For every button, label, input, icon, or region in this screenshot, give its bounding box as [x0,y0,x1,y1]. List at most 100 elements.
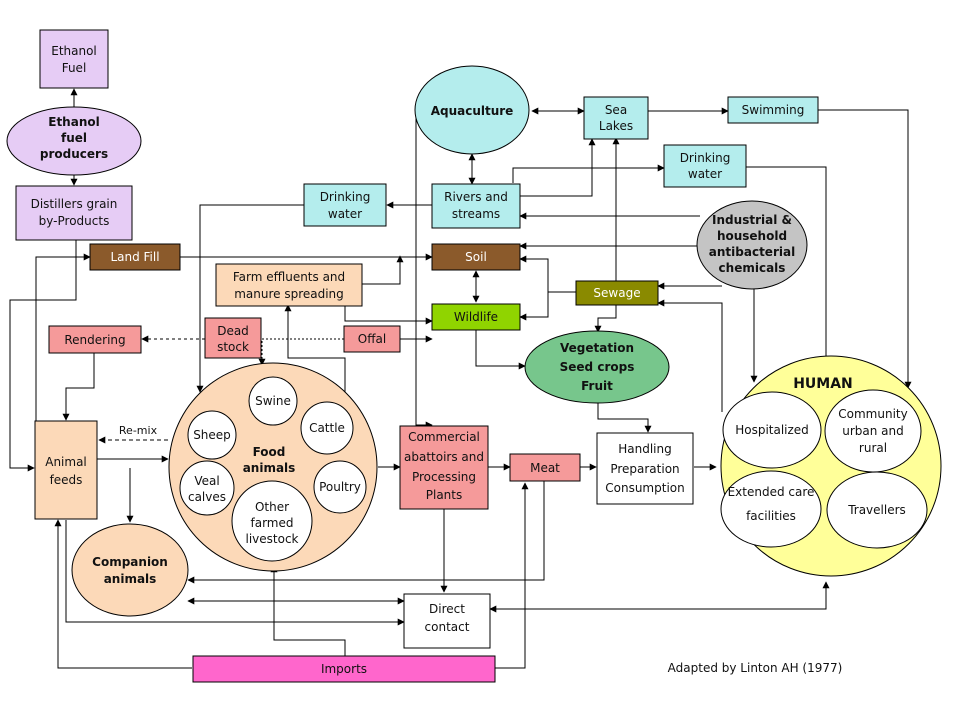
svg-text:streams: streams [452,207,500,221]
farm-effluents-box: Farm effluents and manure spreading [215,263,363,307]
svg-text:Sea: Sea [605,103,627,117]
svg-text:water: water [688,167,722,181]
sheep-node: Sheep [187,410,237,460]
svg-text:Companion: Companion [92,555,168,569]
svg-text:Consumption: Consumption [605,481,684,495]
rendering-box: Rendering [48,325,142,354]
svg-text:antibacterial: antibacterial [709,245,795,259]
remix-label: Re-mix [119,424,158,437]
animal-feeds-box: Animal feeds [34,420,98,520]
ethanol-producers-node: Ethanol fuel producers [6,106,142,176]
svg-text:Handling: Handling [618,442,672,456]
svg-text:Aquaculture: Aquaculture [431,104,514,118]
svg-text:Lakes: Lakes [599,119,633,133]
svg-text:calves: calves [188,490,226,504]
imports-box: Imports [192,655,496,683]
svg-text:fuel: fuel [61,131,87,145]
distillers-box: Distillers grain by-Products [15,185,133,241]
svg-text:Swimming: Swimming [742,103,805,117]
soil-box: Soil [431,243,521,271]
svg-text:Direct: Direct [429,602,465,616]
svg-text:Offal: Offal [358,332,386,346]
swimming-box: Swimming [727,96,819,124]
svg-text:facilities: facilities [746,509,796,523]
vegetation-node: Vegetation Seed crops Fruit [524,330,670,404]
svg-text:stock: stock [217,340,249,354]
industrial-chemicals-node: Industrial & household antibacterial che… [696,200,808,290]
svg-text:Farm effluents and: Farm effluents and [233,270,345,284]
rivers-streams-box: Rivers and streams [431,183,521,229]
svg-text:producers: producers [40,147,108,161]
svg-text:by-Products: by-Products [39,214,110,228]
svg-text:Plants: Plants [426,488,463,502]
svg-text:Dead: Dead [217,324,249,338]
swine-node: Swine [248,376,298,426]
svg-text:Distillers grain: Distillers grain [31,197,118,211]
ethanol-fuel-box: Ethanol Fuel [39,29,109,89]
svg-text:Vegetation: Vegetation [560,341,634,355]
drinking-water-left-box: Drinking water [303,183,387,227]
sewage-box: Sewage [575,280,659,306]
meat-box: Meat [509,453,581,482]
svg-text:Wildlife: Wildlife [454,310,498,324]
travellers-node: Travellers [826,471,928,549]
extended-care-node: Extended care facilities [720,470,822,548]
svg-text:Sewage: Sewage [593,286,640,300]
svg-text:Animal: Animal [45,455,87,469]
svg-text:Fuel: Fuel [62,61,87,75]
svg-text:water: water [328,207,362,221]
svg-text:urban and: urban and [842,424,904,438]
svg-text:Rendering: Rendering [64,333,125,347]
handling-box: Handling Preparation Consumption [596,432,694,505]
svg-text:Drinking: Drinking [320,190,371,204]
svg-text:Extended care: Extended care [728,485,815,499]
svg-text:Industrial &: Industrial & [712,213,792,227]
svg-text:Land Fill: Land Fill [110,250,159,264]
sea-lakes-box: Sea Lakes [583,96,649,140]
svg-text:Commercial: Commercial [408,430,480,444]
svg-text:Travellers: Travellers [847,503,906,517]
wildlife-box: Wildlife [431,303,521,331]
svg-text:Food: Food [253,445,286,459]
svg-text:Ethanol: Ethanol [48,115,99,129]
svg-text:Rivers and: Rivers and [444,190,508,204]
svg-text:contact: contact [425,620,470,634]
svg-text:Fruit: Fruit [581,379,613,393]
svg-text:Preparation: Preparation [610,462,679,476]
land-fill-box: Land Fill [89,243,181,271]
svg-text:Ethanol: Ethanol [51,44,97,58]
direct-contact-box: Direct contact [403,593,491,649]
svg-text:household: household [717,229,787,243]
svg-text:HUMAN: HUMAN [793,376,853,392]
svg-text:feeds: feeds [50,473,83,487]
dead-stock-box: Dead stock [204,317,262,359]
aquaculture-node: Aquaculture [414,65,530,155]
connectors [9,88,912,669]
abattoirs-box: Commercial abattoirs and Processing Plan… [399,425,489,510]
svg-text:Soil: Soil [465,250,487,264]
svg-text:chemicals: chemicals [719,261,786,275]
svg-text:Hospitalized: Hospitalized [735,423,809,437]
svg-text:Imports: Imports [321,662,367,676]
svg-text:animals: animals [104,572,157,586]
cattle-node: Cattle [300,401,354,455]
poultry-node: Poultry [313,460,367,514]
svg-text:rural: rural [859,441,887,455]
svg-text:Swine: Swine [255,394,291,408]
veal-calves-node: Veal calves [179,460,235,516]
community-node: Community urban and rural [824,389,922,473]
other-livestock-node: Other farmed livestock [231,480,313,562]
companion-animals-node: Companion animals [71,523,189,617]
svg-text:animals: animals [243,461,296,475]
svg-text:livestock: livestock [246,532,299,546]
hospitalized-node: Hospitalized [722,391,822,469]
svg-text:Veal: Veal [194,474,219,488]
svg-text:Meat: Meat [530,461,560,475]
svg-text:Cattle: Cattle [309,421,345,435]
svg-text:farmed: farmed [251,516,294,530]
svg-text:abattoirs and: abattoirs and [404,450,484,464]
credit-text: Adapted by Linton AH (1977) [668,661,843,675]
svg-text:Poultry: Poultry [319,480,361,494]
svg-text:Processing: Processing [412,470,476,484]
